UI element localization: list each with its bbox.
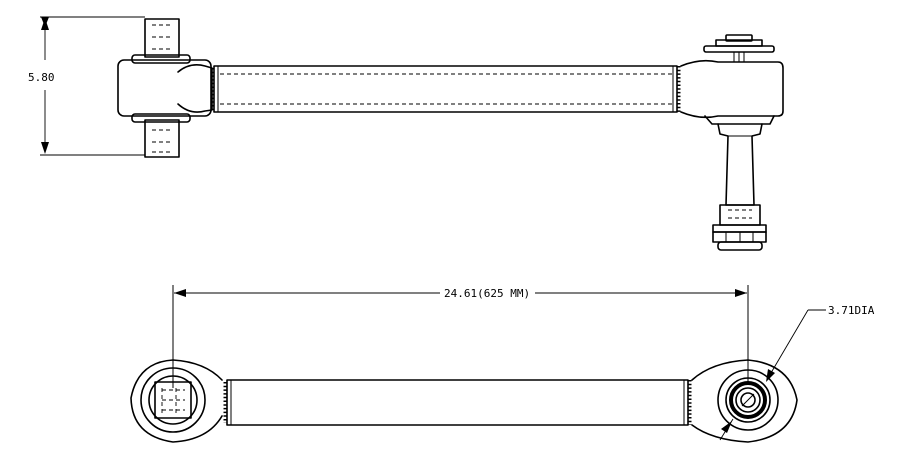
- height-dimension: 5.80: [28, 16, 145, 156]
- tapered-stud: [712, 123, 767, 251]
- diameter-callout: 3.71DIA: [719, 304, 875, 441]
- side-view: 5.80: [28, 16, 784, 251]
- diameter-label: 3.71DIA: [828, 304, 875, 317]
- left-pin: [131, 18, 191, 158]
- length-dimension-label: 24.61(625 MM): [444, 287, 530, 300]
- right-joint-housing: [680, 59, 784, 125]
- right-eye: [691, 359, 798, 443]
- right-top-nut: [703, 34, 775, 62]
- rod-tube: [213, 65, 678, 113]
- left-eye-housing: [117, 59, 213, 117]
- length-dimension: 24.61(625 MM): [172, 285, 749, 388]
- left-eye: [130, 359, 223, 443]
- plan-rod-tube: [226, 379, 689, 426]
- height-dimension-label: 5.80: [28, 71, 55, 84]
- plan-view: 24.61(625 MM): [130, 285, 875, 443]
